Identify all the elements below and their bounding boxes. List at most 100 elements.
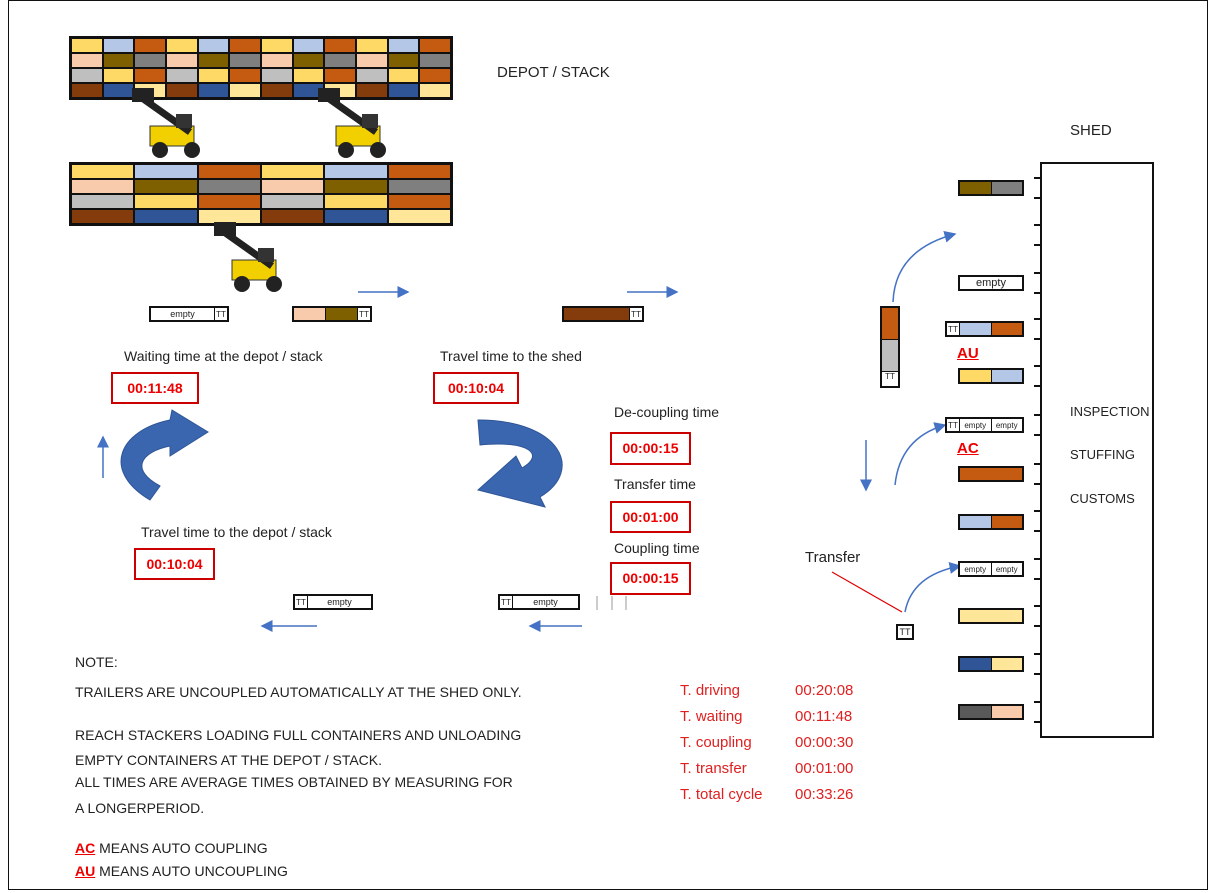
container-empty: empty [170, 309, 195, 319]
dock-bracket [1034, 365, 1042, 387]
stack-container-gray [324, 53, 356, 68]
truck-empty-returning: TT empty [293, 594, 373, 610]
container-orange [882, 308, 898, 339]
stack-container-lightblue [197, 38, 230, 53]
waiting-timer: 00:11:48 [111, 372, 199, 404]
container-lightblue [960, 516, 991, 528]
stack-container-peach [260, 179, 325, 194]
reach-stacker-2 [318, 88, 386, 158]
tt-unit: TT [295, 596, 308, 608]
container-lightblue [960, 323, 991, 335]
stack-container-orange [387, 194, 451, 209]
stack-container-lightblue [134, 164, 198, 179]
dock-trailer-6: TT empty empty [945, 417, 1024, 433]
stack-container-lightgray [71, 194, 135, 209]
ac-key: AC [75, 840, 96, 856]
stack-container-cream [229, 83, 261, 98]
summary-key: T. transfer [680, 760, 747, 777]
dock-trailer-1 [958, 180, 1024, 196]
ac-meaning: MEANS AUTO COUPLING [99, 840, 268, 856]
container-lightblue [990, 370, 1022, 382]
stack-container-orange [324, 38, 356, 53]
container-brown [564, 308, 629, 320]
au-meaning: MEANS AUTO UNCOUPLING [99, 863, 288, 879]
stack-container-lightblue [324, 164, 388, 179]
summary-key: T. total cycle [680, 786, 763, 803]
container-empty: empty [964, 420, 987, 430]
stack-container-orange [197, 194, 261, 209]
note-line-5: A LONGERPERIOD. [75, 800, 205, 816]
stack-container-yellow [260, 38, 293, 53]
stack-container-brown [355, 83, 388, 98]
note-line-4: ALL TIMES ARE AVERAGE TIMES OBTAINED BY … [75, 774, 513, 790]
stack-container-orange [229, 38, 261, 53]
summary-value: 00:33:26 [795, 786, 854, 803]
stack-container-gray [134, 53, 166, 68]
tt-unit: TT [500, 596, 513, 608]
container-blue [960, 658, 991, 670]
truck-vertical: TT [880, 306, 900, 388]
stack-container-yellow [71, 38, 103, 53]
container-empty: empty [327, 597, 352, 607]
note-ac: AC MEANS AUTO COUPLING [75, 840, 268, 856]
dock-trailer-7 [958, 466, 1024, 482]
stack-container-yellow [387, 68, 420, 83]
stack-container-lightgray [260, 68, 293, 83]
container-peach [294, 308, 325, 320]
note-line-3: EMPTY CONTAINERS AT THE DEPOT / STACK. [75, 752, 383, 768]
dock-bracket [1034, 605, 1042, 627]
shed-customs: CUSTOMS [1070, 491, 1135, 506]
depot-label: DEPOT / STACK [497, 64, 610, 81]
summary-key: T. waiting [680, 708, 743, 725]
note-line-1: TRAILERS ARE UNCOUPLED AUTOMATICALLY AT … [75, 684, 522, 700]
stack-container-yellow [355, 38, 388, 53]
note-title: NOTE: [75, 654, 118, 670]
container-orange [990, 323, 1022, 335]
stack-container-orange [419, 38, 451, 53]
diagram-border [8, 0, 1208, 890]
summary-key: T. coupling [680, 734, 752, 751]
ac-marker: AC [957, 440, 979, 457]
container-olive [325, 308, 357, 320]
stack-container-yellow [324, 194, 388, 209]
decoupling-label: De-coupling time [614, 404, 720, 420]
stack-container-blue [387, 83, 420, 98]
dock-bracket [1034, 653, 1042, 675]
arrow-curve-to-shed [892, 230, 957, 303]
stack-container-brown [260, 209, 325, 224]
stack-container-gray [387, 179, 451, 194]
stack-container-peach [165, 53, 198, 68]
stack-container-brown [71, 83, 103, 98]
container-empty: empty [990, 419, 1023, 431]
summary-value: 00:01:00 [795, 760, 854, 777]
dock-trailer-12 [958, 704, 1024, 720]
container-empty: empty [976, 277, 1006, 289]
stack-container-olive [387, 53, 420, 68]
container-empty: empty [990, 563, 1023, 575]
stack-container-peach [71, 179, 135, 194]
stack-container-orange [197, 164, 261, 179]
stack-container-peach [260, 53, 293, 68]
container-olive [960, 182, 991, 194]
au-marker: AU [957, 345, 979, 362]
dock-bracket [1034, 224, 1042, 246]
stack-container-gray [197, 179, 261, 194]
summary-value: 00:00:30 [795, 734, 854, 751]
stack-container-peach [71, 53, 103, 68]
stack-container-olive [324, 179, 388, 194]
shed-inspection: INSPECTION [1070, 404, 1150, 419]
note-au: AU MEANS AUTO UNCOUPLING [75, 863, 288, 879]
stack-container-yellow [165, 38, 198, 53]
tt-unit: TT [899, 627, 911, 637]
stack-container-cream [387, 209, 451, 224]
summary-key: T. driving [680, 682, 741, 699]
travel-depot-label: Travel time to the depot / stack [141, 524, 332, 540]
truck-loaded-shed: TT [562, 306, 644, 322]
stack-container-lightgray [355, 68, 388, 83]
stack-container-brown [260, 83, 293, 98]
shed-building [1040, 162, 1154, 738]
stack-container-brown [165, 83, 198, 98]
truck-loaded-depot: TT [292, 306, 372, 322]
decoupling-timer: 00:00:15 [610, 432, 691, 465]
